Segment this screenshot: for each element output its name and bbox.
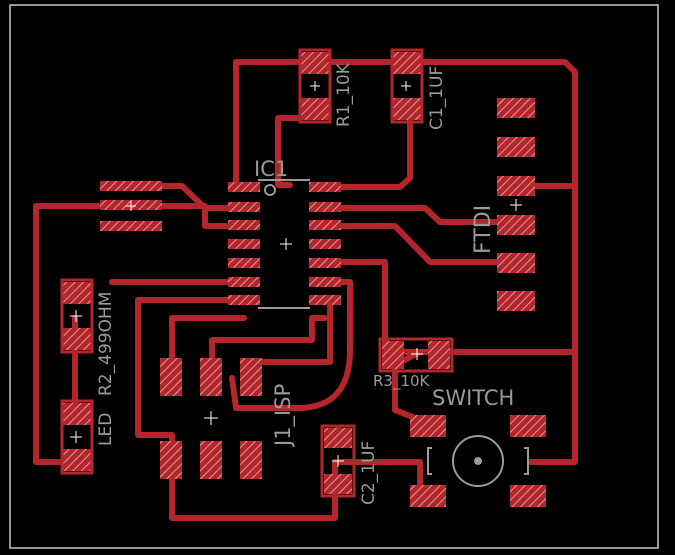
trace-r1-ic [275, 115, 303, 188]
led-pad [62, 449, 92, 471]
header-pad [100, 221, 162, 231]
ic1-pin [228, 277, 260, 287]
trace-ic-ftdi-1 [322, 205, 518, 225]
ic1-label: IC1 [254, 157, 288, 181]
r1-pad [300, 52, 330, 74]
trace-j1-upper [169, 315, 247, 379]
ic1-pin [309, 202, 341, 212]
j1-pad [200, 441, 222, 479]
switch-pad [510, 415, 546, 437]
c2-pad [324, 428, 352, 448]
ic1-pin [309, 258, 341, 268]
ic1-pin [228, 239, 260, 249]
j1-pad [200, 358, 222, 396]
ic1-pin [228, 202, 260, 212]
led-label: LED [96, 413, 116, 446]
c2-pad [324, 474, 352, 494]
ic1-pin [309, 277, 341, 287]
ftdi-label: FTDI [471, 205, 496, 254]
c2-label: C2_1UF [359, 441, 379, 505]
j1-pad [240, 441, 262, 479]
ftdi-pad [497, 176, 535, 196]
led-pad [62, 403, 92, 425]
c1-label: C1_1UF [427, 66, 447, 130]
trace-ic-r3 [322, 259, 578, 465]
ic1-pin [309, 295, 341, 305]
pads [62, 52, 546, 507]
switch-pad [410, 415, 446, 437]
j1-pad [160, 358, 182, 396]
origin-marks [70, 81, 522, 467]
switch-pad [510, 485, 546, 507]
j1-pad [240, 358, 262, 396]
trace-c1-ic [323, 115, 413, 190]
switch-button-icon [452, 435, 504, 487]
j1-pad [160, 441, 182, 479]
r1-pad [300, 98, 330, 120]
ftdi-pad [497, 253, 535, 273]
silkscreen [60, 48, 454, 498]
trace-r3-switch [392, 349, 423, 423]
switch-label: SWITCH [432, 386, 514, 410]
header-pad [100, 181, 162, 191]
j1-label: J1_ISP [271, 384, 296, 448]
ftdi-pad [497, 291, 535, 311]
r2-pad [62, 328, 92, 350]
ic1-body [258, 179, 310, 309]
ic1-pin [228, 295, 260, 305]
traces [33, 59, 578, 521]
c2-outline [320, 424, 356, 498]
r3-pad [382, 341, 404, 369]
ftdi-pad [497, 215, 535, 235]
trace-left-bottom-loop [135, 297, 247, 463]
ftdi-pad [497, 137, 535, 157]
ic1-pin [309, 182, 341, 192]
trace-ic-right-lower [229, 279, 353, 411]
switch-pad [410, 485, 446, 507]
c1-pad [392, 98, 422, 120]
c1-pad [392, 52, 422, 74]
r3-outline [378, 337, 454, 373]
r2-pad [62, 282, 92, 304]
r1-outline [298, 48, 332, 124]
trace-ic-ftdi-2 [322, 223, 518, 265]
ic1-pin [228, 182, 260, 192]
ftdi-pad [497, 98, 535, 118]
led-outline [60, 399, 94, 475]
ic1-pin [228, 220, 260, 230]
r1-label: R1_10K [334, 62, 354, 127]
r3-pad [428, 341, 450, 369]
r2-label: R2_499OHM [96, 292, 116, 396]
r2-outline [60, 278, 94, 354]
c1-outline [390, 48, 424, 124]
trace-ic-low-right [209, 315, 328, 381]
trace-ic-right-mid [249, 297, 333, 365]
ic1-pin [228, 258, 260, 268]
switch-body [427, 435, 529, 487]
board-outline [9, 4, 659, 549]
ic1-pin [309, 220, 341, 230]
r3-label: R3_10K [373, 372, 431, 391]
ic1-pin [309, 239, 341, 249]
trace-switch-bottom [335, 459, 423, 498]
